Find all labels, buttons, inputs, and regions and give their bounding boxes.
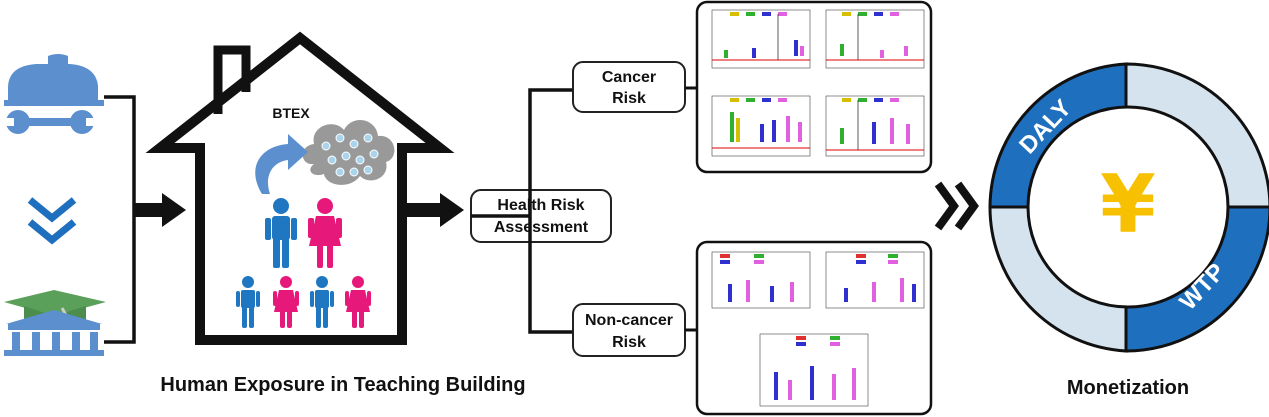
noncancer-risk-label-line1: Non-cancer [585,312,673,329]
double-chevron-down-icon [27,197,77,245]
small-man-2-icon [310,276,334,328]
noncancer-risk-charts-panel [695,240,933,416]
house-outline [145,31,455,345]
double-chevron-right-icon [934,181,979,231]
small-man-1-icon [236,276,260,328]
mini-plot-3 [711,95,811,157]
arrow-to-house [134,193,186,227]
mini-plot-7 [759,333,869,407]
yen-icon: ¥ [1100,158,1156,251]
house-caption: Human Exposure in Teaching Building [160,374,525,396]
health-risk-assessment-box: Health Risk Assessment [470,189,612,243]
woman-figure-icon [308,198,342,268]
graduation-cap-building-icon [4,290,106,356]
small-woman-2-icon [345,276,371,328]
health-risk-label-line2: Assessment [494,219,589,236]
cancer-risk-label-line2: Risk [612,90,646,107]
man-figure-icon [265,198,297,268]
noncancer-risk-box: Non-cancer Risk [572,303,686,357]
small-woman-1-icon [273,276,299,328]
monetization-caption: Monetization [1067,377,1189,399]
btex-label: BTEX [272,105,310,121]
curved-arrow-icon [255,134,308,194]
btex-cloud-icon [302,119,395,185]
arrow-to-health-risk [406,193,464,227]
health-risk-label-line1: Health Risk [497,197,584,214]
cancer-risk-charts-panel [695,0,933,174]
mini-plot-1 [711,9,811,69]
hardhat-wrench-icon [2,54,104,134]
cancer-risk-label-line1: Cancer [602,69,656,86]
left-bracket [104,95,136,344]
mini-plot-2 [825,9,925,69]
noncancer-risk-label-line2: Risk [612,334,646,351]
mini-plot-6 [825,251,925,309]
cancer-risk-box: Cancer Risk [572,61,686,113]
monetization-ring [988,62,1269,353]
mini-plot-4 [825,95,925,157]
risk-bracket [528,88,574,334]
mini-plot-5 [711,251,811,309]
